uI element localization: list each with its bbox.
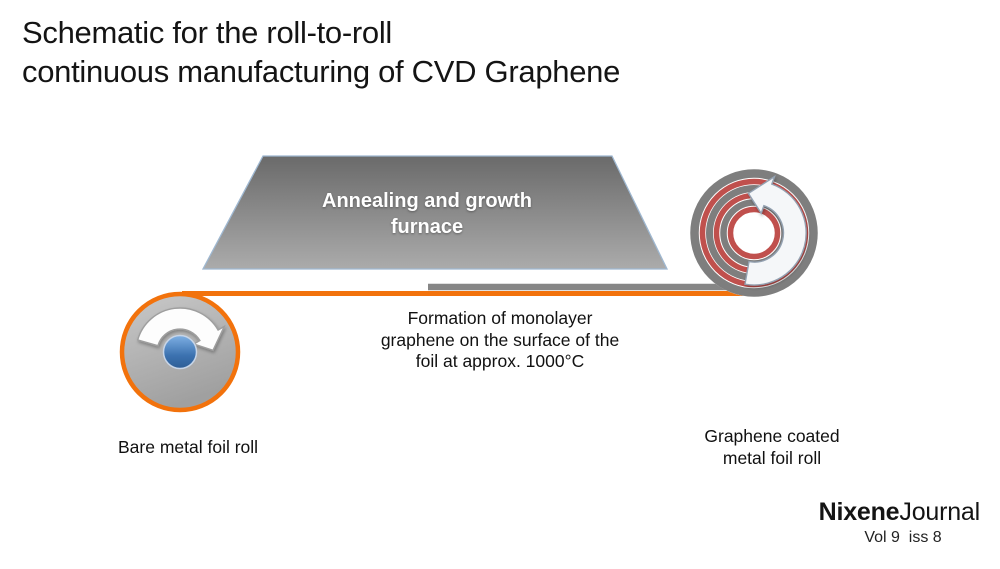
- slide-title: Schematic for the roll-to-roll continuou…: [22, 15, 621, 89]
- furnace-label: Annealing and growth furnace: [322, 190, 532, 238]
- journal-brand: NixeneJournal: [790, 498, 981, 527]
- coated-roll-ring-red-3: [727, 206, 781, 260]
- journal-brand-regular: Journal: [899, 498, 980, 526]
- bare-roll-label: Bare metal foil roll: [118, 437, 259, 457]
- journal-issue: Vol 9 iss 8: [864, 529, 942, 546]
- coated-roll-ring-gray-outer: [690, 169, 818, 297]
- rotation-clockwise-arrow-icon: [136, 307, 226, 352]
- process-note: Formation of monolayer graphene on the s…: [380, 308, 620, 371]
- roll-hub: [162, 334, 198, 370]
- journal-brand-bold: Nixene: [818, 498, 900, 526]
- furnace-trapezoid: [201, 155, 669, 270]
- bare-foil-roll: [119, 291, 241, 413]
- rotation-counterclockwise-arrow-icon: [744, 174, 807, 286]
- coated-foil-roll: [690, 169, 818, 297]
- coated-roll-label: Graphene coated metal foil roll: [704, 426, 840, 468]
